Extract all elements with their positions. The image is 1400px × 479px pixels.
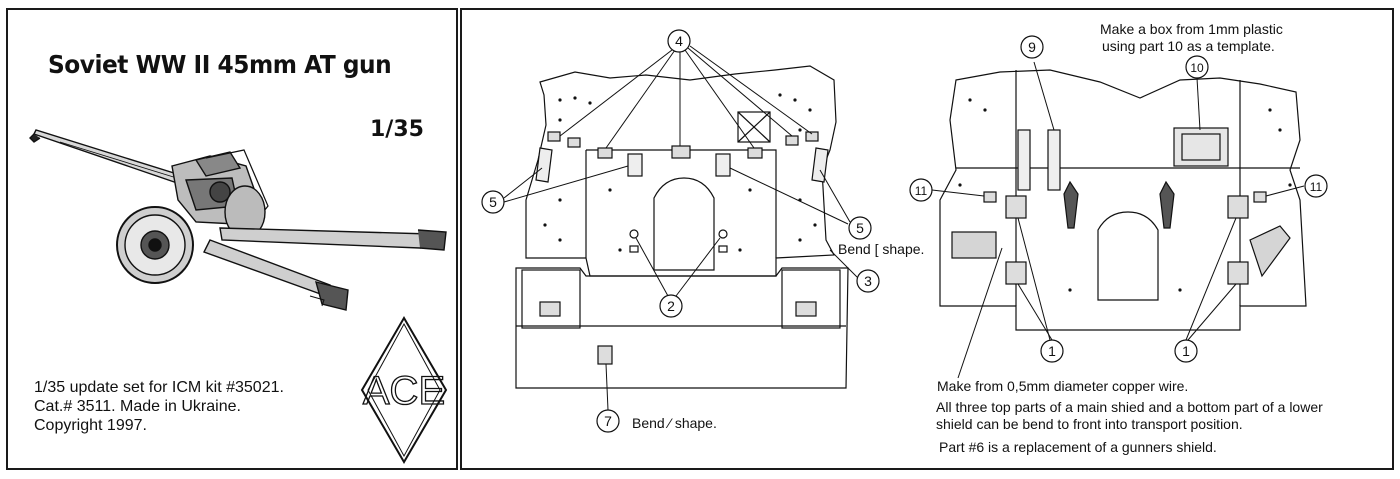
callout-4: 4 [667,29,691,53]
ace-logo: ACE [360,316,448,464]
callout-2: 2 [659,294,683,318]
svg-text:1: 1 [1182,343,1190,359]
box-note-line-2: using part 10 as a template. [1102,38,1275,54]
callout-11-right: 11 [1304,174,1328,198]
svg-text:11: 11 [1310,180,1323,194]
scale-label: 1/35 [370,117,424,142]
kit-info-line-2: Cat.# 3511. Made in Ukraine. [34,398,241,415]
left-panel [6,8,458,470]
rear-shield-diagram [939,69,1307,331]
svg-text:10: 10 [1190,61,1204,75]
callouts: 4 5 5 3 2 7 9 10 11 11 1 1 [481,29,1328,433]
fold-note-line-2: shield can be bend to front into transpo… [936,416,1243,432]
svg-text:5: 5 [489,194,497,210]
svg-text:ACE: ACE [363,369,445,413]
callout-10: 10 [1185,55,1209,79]
wire-note: Make from 0,5mm diameter copper wire. [937,378,1189,394]
callout-1-right: 1 [1174,339,1198,363]
callout-9: 9 [1020,35,1044,59]
svg-text:4: 4 [675,33,683,49]
bend-shape-note-right: Bend [ shape. [838,241,925,257]
svg-text:7: 7 [604,413,612,429]
callout-5-left: 5 [481,190,505,214]
svg-text:9: 9 [1028,39,1036,55]
right-panel [460,8,1394,470]
box-note-line-1: Make a box from 1mm plastic [1100,21,1283,37]
svg-text:3: 3 [864,273,872,289]
part6-note: Part #6 is a replacement of a gunners sh… [939,439,1217,455]
svg-text:1: 1 [1048,343,1056,359]
callout-5-right: 5 [848,216,872,240]
kit-info-line-1: 1/35 update set for ICM kit #35021. [34,379,284,396]
fold-note-line-1: All three top parts of a main shied and … [936,399,1323,415]
svg-text:2: 2 [667,298,675,314]
callout-7: 7 [596,409,620,433]
front-shield-diagram [515,65,849,389]
bend-shape-note-bottom: Bend ⁄ shape. [632,415,717,431]
svg-text:5: 5 [856,220,864,236]
kit-info-line-3: Copyright 1997. [34,417,147,434]
callout-1-left: 1 [1040,339,1064,363]
page-title: Soviet WW II 45mm AT gun [48,50,392,79]
callout-11-left: 11 [909,178,933,202]
leader-lines [503,45,1305,411]
callout-3: 3 [856,269,880,293]
at-gun-illustration [29,129,447,311]
svg-text:11: 11 [915,184,928,198]
